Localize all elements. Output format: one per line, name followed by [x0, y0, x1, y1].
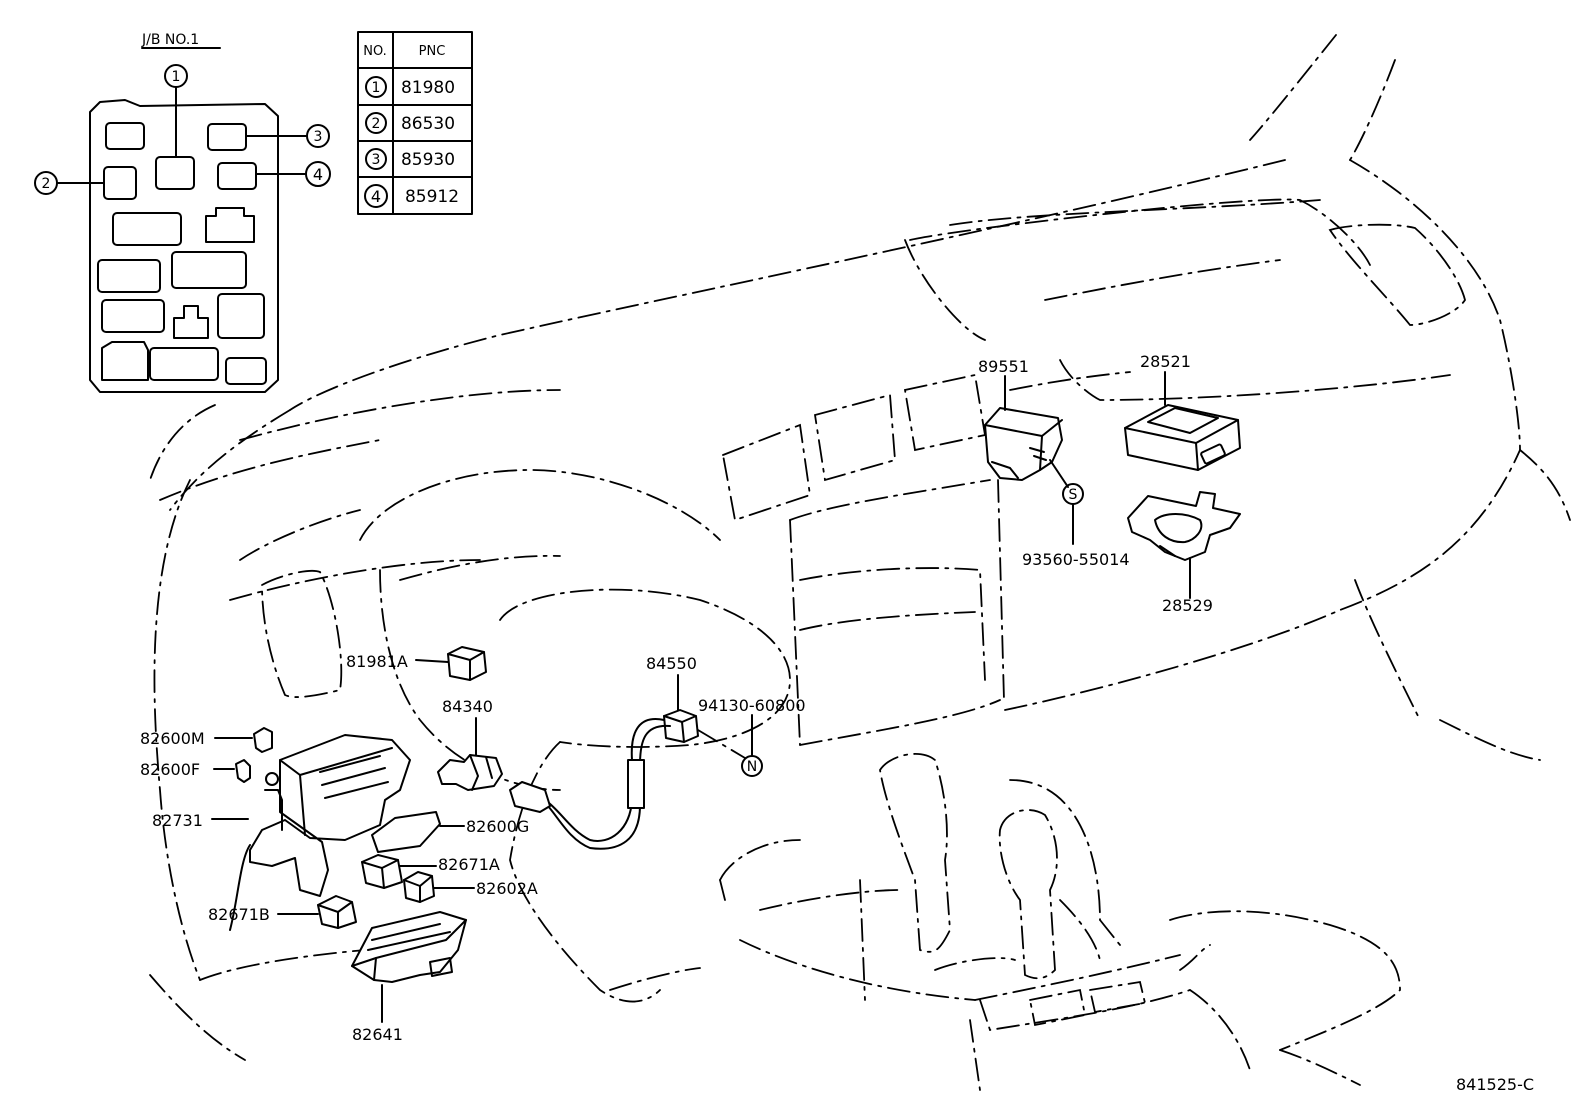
row-pnc: 85912: [405, 187, 459, 207]
label-82600g: 82600G: [466, 817, 529, 836]
callout-4-circle: [305, 161, 331, 187]
figure-code: 841525-C: [1456, 1075, 1534, 1094]
part-82600m: 82600M: [140, 727, 273, 753]
jb-slot-3: [207, 123, 247, 151]
dashboard-outline: [149, 34, 1571, 1091]
callout-2-circle: [34, 171, 58, 195]
label-82641: 82641: [352, 1025, 403, 1044]
table-row: 1 81980: [365, 76, 455, 98]
label-82671a: 82671A: [438, 855, 500, 874]
part-89551: 89551: [978, 357, 1063, 481]
jb-slot: [101, 299, 165, 333]
callout-2: 2: [42, 176, 51, 192]
row-number-circle: [365, 112, 387, 134]
part-82731: 82731: [152, 734, 411, 931]
row-number: 1: [372, 80, 381, 96]
part-82600f: 82600F: [140, 759, 251, 783]
part-84340: 84340: [437, 697, 503, 791]
table-header-pnc: PNC: [419, 44, 446, 59]
jb-slot-2: [103, 166, 137, 200]
part-82671b: 82671B: [208, 895, 357, 929]
row-pnc: 86530: [401, 114, 455, 134]
screw-s: S 93560-55014: [1022, 459, 1130, 569]
part-82671a: 82671A: [361, 854, 500, 889]
jb-slot: [149, 347, 219, 381]
part-82602a: 82602A: [403, 871, 538, 903]
jb-title: J/B NO.1: [141, 32, 199, 48]
table-row: 4 85912: [364, 184, 459, 208]
row-pnc: 81980: [401, 78, 455, 98]
jb-slot-1: [155, 156, 195, 190]
junction-block-inset: J/B NO.1 1 2 3 4: [34, 32, 331, 393]
row-number: 3: [372, 152, 381, 168]
junction-block-outline: [89, 99, 279, 393]
jb-slot: [225, 357, 267, 385]
jb-slot: [97, 259, 161, 293]
pnc-table: NO. PNC 1 81980 2 86530 3 85930 4 85912: [357, 31, 473, 215]
callout-3-circle: [306, 124, 330, 148]
row-pnc: 85930: [401, 150, 455, 170]
label-84550: 84550: [646, 654, 697, 673]
jb-slot: [101, 341, 149, 381]
label-94130-60800: 94130-60800: [698, 696, 806, 715]
table-header-no: NO.: [363, 44, 387, 59]
label-82731: 82731: [152, 811, 203, 830]
table-row: 2 86530: [365, 112, 455, 134]
part-81981a: 81981A: [346, 646, 487, 681]
jb-relay-slot: [205, 207, 255, 243]
row-number-circle: [365, 76, 387, 98]
part-84550: 84550 N 94130-60800: [509, 654, 806, 850]
jb-slot: [112, 212, 182, 246]
callout-n: N: [747, 759, 757, 775]
label-82671b: 82671B: [208, 905, 270, 924]
callout-s: S: [1069, 487, 1078, 503]
row-number-circle: [365, 148, 387, 170]
part-28521: 28521: [1124, 352, 1241, 471]
part-82600g: 82600G: [371, 811, 529, 853]
part-82641: 82641: [351, 911, 467, 1044]
row-number-circle: [364, 184, 388, 208]
table-row: 3 85930: [365, 148, 455, 170]
row-number: 2: [372, 116, 381, 132]
jb-relay-slot: [173, 305, 209, 339]
label-81981a: 81981A: [346, 652, 408, 671]
callout-1: 1: [172, 69, 181, 85]
table-border: [357, 31, 473, 215]
jb-slot: [217, 293, 265, 339]
label-28521: 28521: [1140, 352, 1191, 371]
label-93560-55014: 93560-55014: [1022, 550, 1130, 569]
label-28529: 28529: [1162, 596, 1213, 615]
jb-slot-4: [217, 162, 257, 190]
jb-slot: [105, 122, 145, 150]
label-82602a: 82602A: [476, 879, 538, 898]
callout-3: 3: [314, 129, 323, 145]
row-number: 4: [371, 187, 381, 206]
callout-4: 4: [313, 165, 323, 184]
label-82600m: 82600M: [140, 729, 205, 748]
part-28529: 28529: [1127, 491, 1241, 615]
callout-1-circle: [164, 64, 188, 88]
label-82600f: 82600F: [140, 760, 200, 779]
jb-slot: [171, 251, 247, 289]
label-84340: 84340: [442, 697, 493, 716]
label-89551: 89551: [978, 357, 1029, 376]
